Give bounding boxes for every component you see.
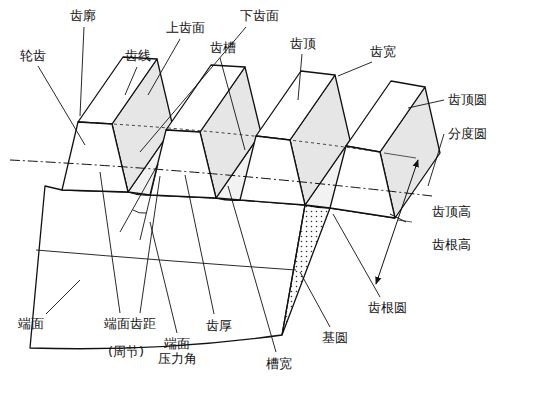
part-label: 轮齿 (20, 48, 46, 63)
tooth-front (150, 130, 216, 198)
end-face (30, 186, 305, 349)
leader-line (298, 54, 302, 100)
tip-circle (78, 122, 380, 152)
leader-line (428, 134, 444, 186)
tooth-front (330, 146, 395, 218)
leader-line (408, 100, 444, 108)
leader-line (333, 214, 380, 297)
part-label: 端面齿距 (104, 316, 156, 331)
leader-line (140, 176, 160, 313)
tooth-top (256, 71, 335, 140)
part-label: 分度圆 (448, 126, 487, 141)
tooth-top (78, 57, 157, 124)
pressure-angle-line (140, 164, 158, 240)
leader-line (338, 62, 372, 76)
leader-line (140, 27, 246, 152)
leader-line (125, 67, 137, 95)
leader-line (185, 175, 214, 314)
tooth-top (346, 81, 425, 152)
part-label: 齿顶 (290, 36, 316, 51)
leader-line (148, 39, 180, 95)
part-label: 下齿面 (240, 8, 279, 23)
extension-line (384, 153, 416, 158)
tooth-front (62, 122, 128, 192)
part-label: 齿线 (125, 48, 151, 63)
leader-line (80, 27, 84, 116)
part-label: 端面 (18, 316, 44, 331)
part-label: (周节) (108, 344, 144, 359)
part-label: 基圆 (322, 330, 348, 345)
tooth-front (240, 136, 305, 205)
leader-line (38, 66, 85, 145)
rim-side (282, 205, 330, 335)
part-label: 齿根高 (432, 237, 471, 252)
pitch-circle (10, 160, 432, 196)
part-label: 上齿面 (166, 20, 205, 35)
part-label: 端面 压力角 (156, 336, 199, 366)
leader-lines (38, 27, 444, 352)
pressure-angle-line (120, 164, 158, 232)
leader-line (220, 58, 245, 150)
part-label: 齿根圆 (368, 300, 407, 315)
part-label: 齿顶圆 (448, 92, 487, 107)
part-label: 槽宽 (266, 356, 292, 371)
part-label: 齿厚 (206, 318, 232, 333)
part-label: 齿宽 (370, 44, 396, 59)
leader-line (46, 280, 80, 314)
base-circle (36, 250, 296, 270)
extension-line (398, 220, 412, 222)
leader-line (228, 186, 276, 352)
pressure-angle-arc (133, 210, 146, 213)
dimension-line (376, 160, 418, 284)
part-label: 齿顶高 (432, 204, 471, 219)
part-label: 齿廓 (70, 8, 96, 23)
part-label: 齿槽 (210, 40, 236, 55)
leader-line (300, 272, 330, 327)
leader-line (100, 172, 120, 313)
